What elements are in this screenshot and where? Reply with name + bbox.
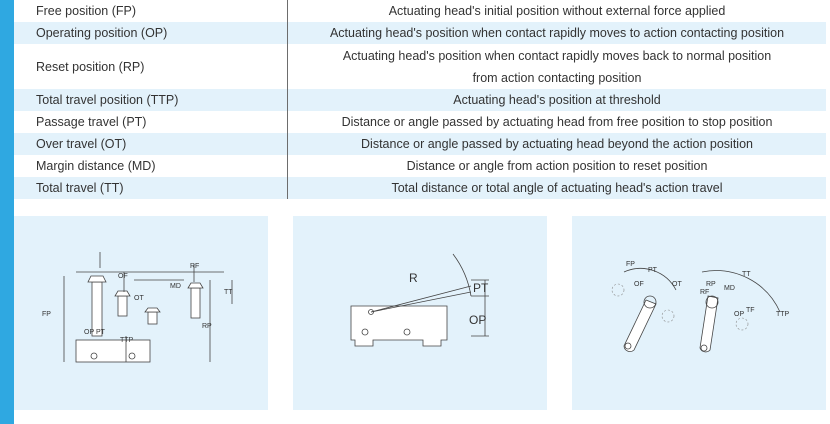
md-label: MD: [724, 285, 735, 292]
rp-label: RP: [202, 323, 212, 330]
rf-label: RF: [190, 263, 199, 270]
table-row: Margin distance (MD) Distance or angle f…: [14, 155, 826, 177]
op-label: OP: [84, 329, 94, 336]
md-label: MD: [170, 283, 181, 290]
description-line: Actuating head's initial position withou…: [388, 4, 726, 18]
of-label: OF: [118, 273, 128, 280]
table-row: Free position (FP) Actuating head's init…: [14, 0, 826, 22]
accent-bar: [0, 0, 14, 424]
description-line: Distance or angle passed by actuating he…: [361, 137, 753, 151]
description-cell: Actuating head's position when contact r…: [287, 22, 826, 44]
fp-label: FP: [42, 311, 51, 318]
tt-label: TT: [224, 289, 233, 296]
description-line: from action contacting position: [472, 70, 642, 85]
description-cell: Distance or angle passed by actuating he…: [288, 111, 827, 133]
pt-label: PT: [96, 329, 106, 336]
fp-label: FP: [626, 261, 635, 268]
table-row: Passage travel (PT) Distance or angle pa…: [14, 111, 826, 133]
of-label: OF: [634, 281, 644, 288]
term-cell: Total travel (TT): [14, 177, 288, 199]
description-line: Distance or angle from action position t…: [406, 159, 708, 173]
term-cell: Passage travel (PT): [14, 111, 288, 133]
plunger-diagram: FP OP PT OF OT MD RF TT TTP RP: [42, 252, 233, 363]
pt-label: PT: [648, 267, 658, 274]
description-line: Actuating head's position at threshold: [453, 93, 661, 107]
lever-diagram-panel: R PT OP: [293, 216, 547, 410]
term-cell: Free position (FP): [14, 0, 288, 22]
rp-label: RP: [706, 281, 716, 288]
plunger-diagram-panel: FP OP PT OF OT MD RF TT TTP RP: [14, 216, 268, 410]
term-cell: Reset position (RP): [14, 44, 288, 89]
description-cell: Actuating head's position when contact r…: [288, 44, 827, 89]
terms-table: Free position (FP) Actuating head's init…: [14, 0, 826, 199]
table-row: Over travel (OT) Distance or angle passe…: [14, 133, 826, 155]
table-row: Operating position (OP) Actuating head's…: [14, 22, 826, 44]
op-label: OP: [469, 313, 486, 327]
term-cell: Margin distance (MD): [14, 155, 288, 177]
description-cell: Actuating head's position at threshold: [287, 89, 826, 111]
op-label: OP: [734, 311, 744, 318]
term-cell: Over travel (OT): [14, 133, 288, 155]
description-line: Actuating head's position when contact r…: [342, 48, 772, 63]
ttp-label: TTP: [120, 337, 134, 344]
ot-label: OT: [134, 295, 144, 302]
description-cell: Actuating head's initial position withou…: [288, 0, 827, 22]
table-row: Reset position (RP) Actuating head's pos…: [14, 44, 826, 89]
r-label: R: [409, 271, 418, 285]
tf-label: TF: [746, 307, 755, 314]
pt-label: PT: [473, 281, 489, 295]
description-line: Total distance or total angle of actuati…: [391, 181, 723, 195]
description-cell: Total distance or total angle of actuati…: [287, 177, 826, 199]
description-line: Distance or angle passed by actuating he…: [341, 115, 773, 129]
tt-label: TT: [742, 271, 751, 278]
rotary-diagram-panel: FP PT OF OT TT RP MD RF OP TF TTP: [572, 216, 826, 410]
rf-label: RF: [700, 289, 709, 296]
description-cell: Distance or angle passed by actuating he…: [287, 133, 826, 155]
term-cell: Operating position (OP): [14, 22, 288, 44]
ttp-label: TTP: [776, 311, 790, 318]
lever-diagram: R PT OP: [350, 253, 489, 347]
ot-label: OT: [672, 281, 682, 288]
table-row: Total travel (TT) Total distance or tota…: [14, 177, 826, 199]
table-row: Total travel position (TTP) Actuating he…: [14, 89, 826, 111]
term-cell: Total travel position (TTP): [14, 89, 288, 111]
description-cell: Distance or angle from action position t…: [288, 155, 827, 177]
rotary-diagram: FP PT OF OT TT RP MD RF OP TF TTP: [611, 261, 790, 353]
description-line: Actuating head's position when contact r…: [329, 26, 785, 40]
